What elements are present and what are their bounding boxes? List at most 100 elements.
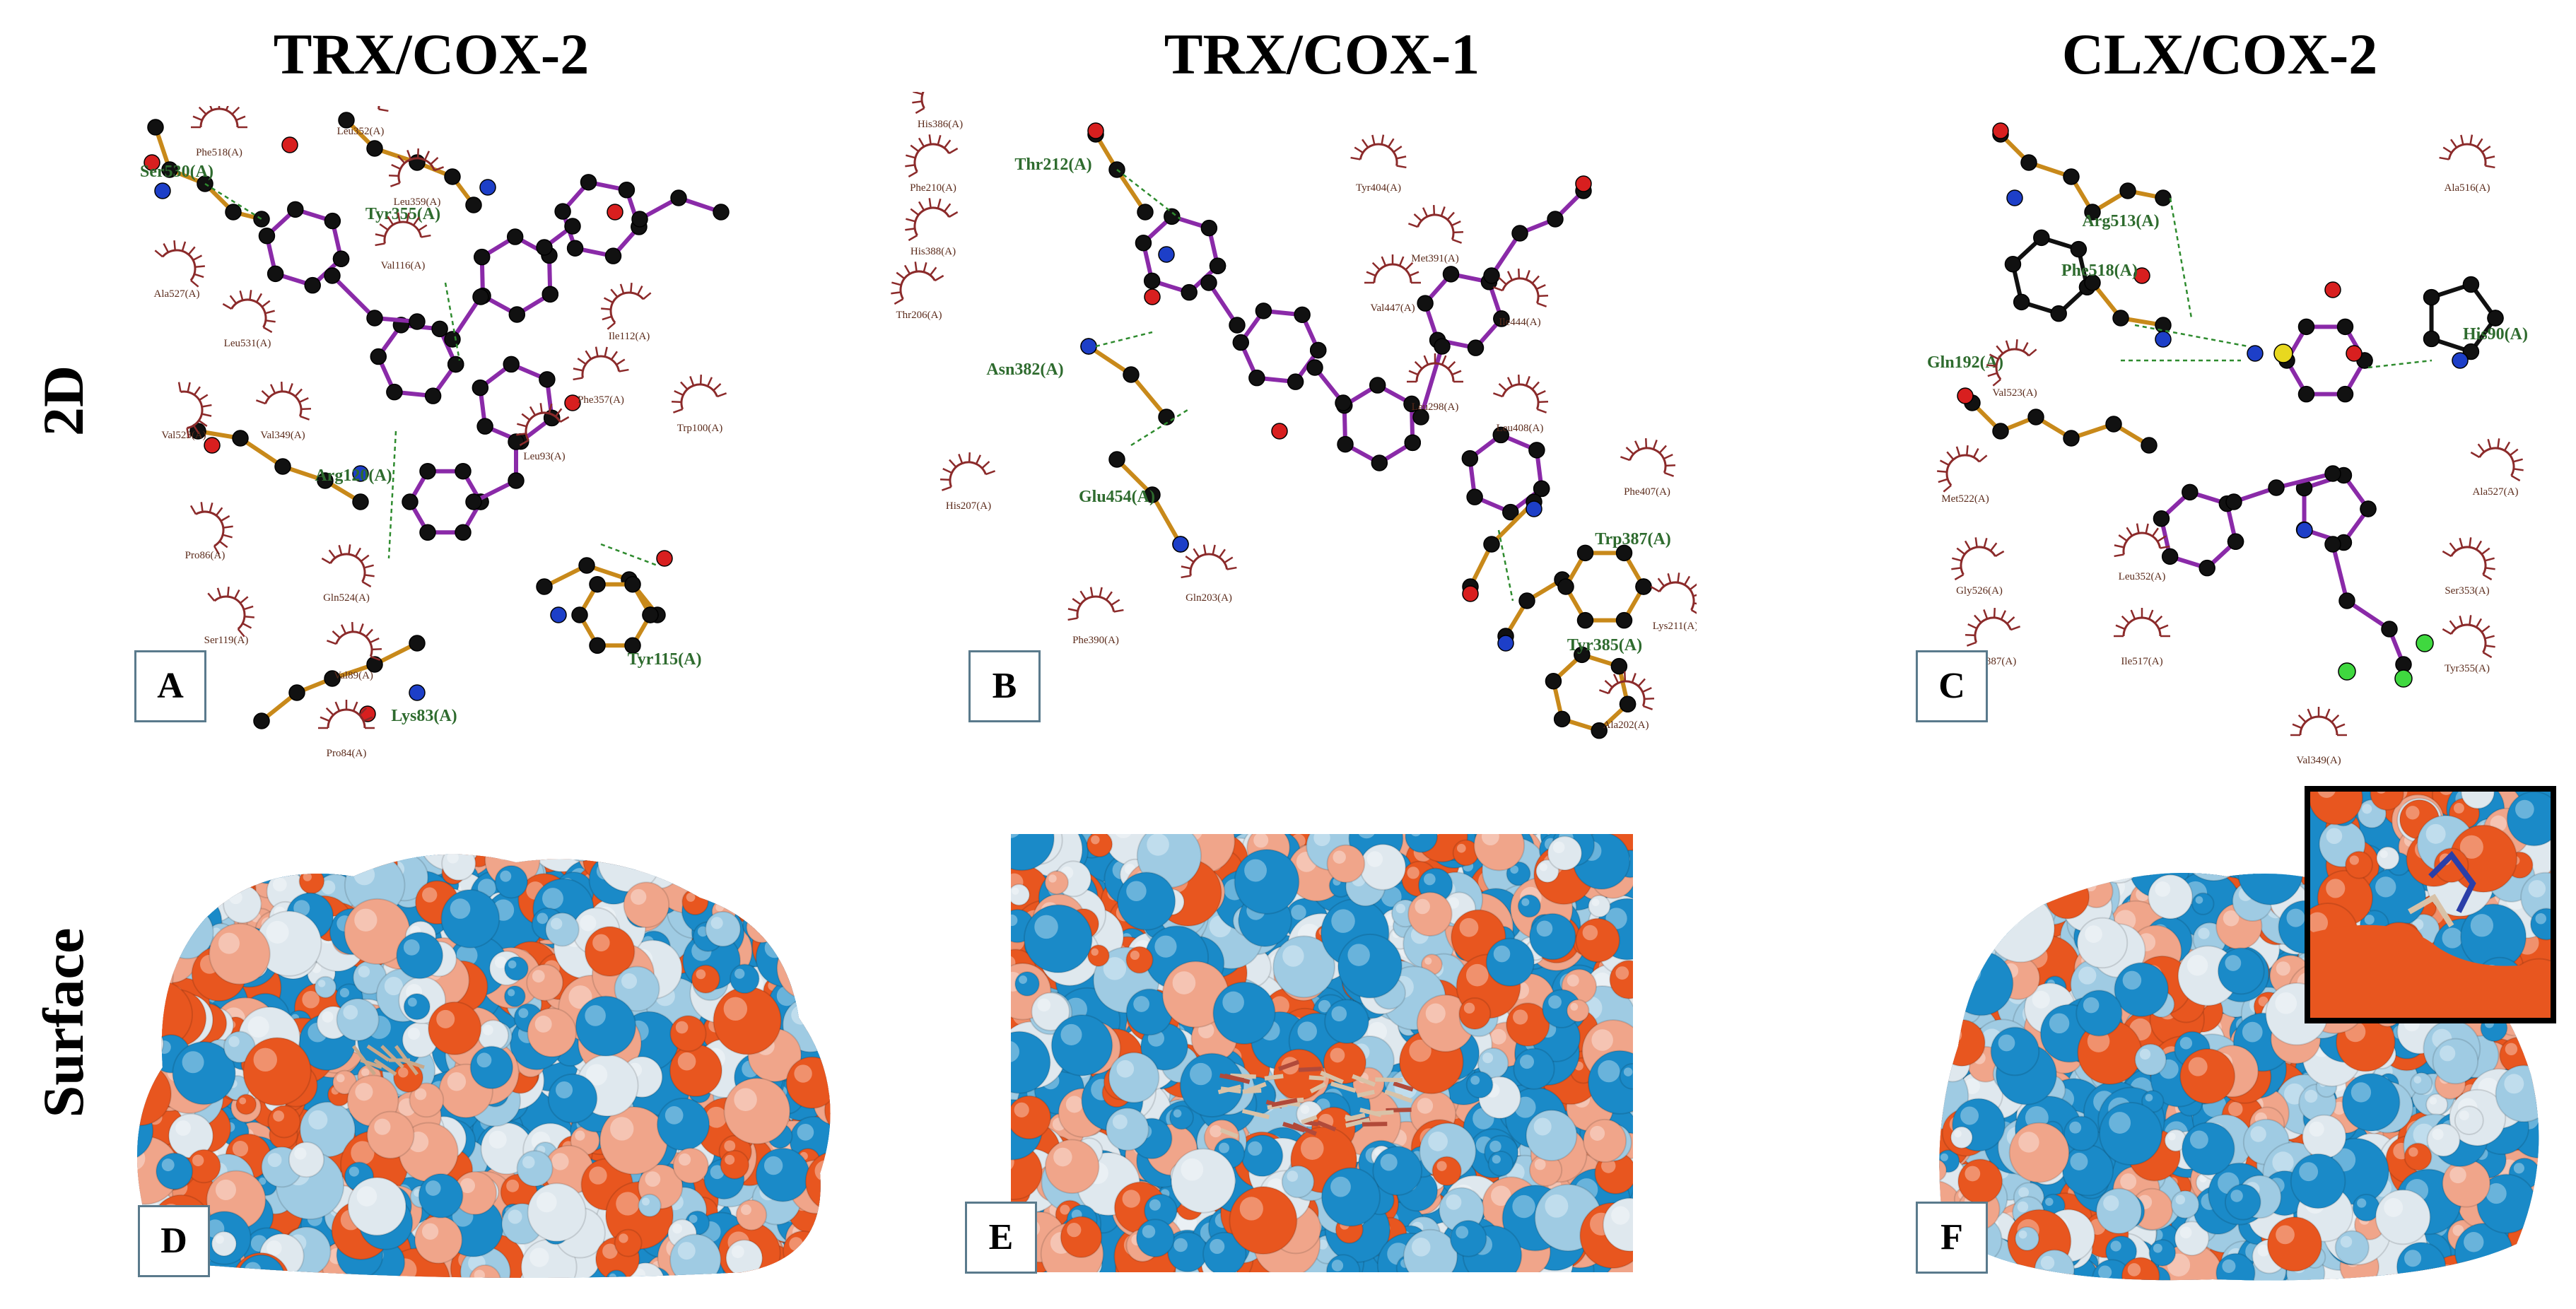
contact-tick: [354, 547, 362, 558]
surface-highlight: [708, 873, 725, 890]
contact-tick: [1994, 550, 2005, 558]
surface-highlight: [120, 1215, 132, 1235]
contact-tick: [1943, 484, 1952, 493]
contact-tick: [240, 596, 249, 604]
surface-highlight: [672, 1223, 683, 1234]
atom: [580, 174, 597, 191]
atom: [2105, 416, 2122, 433]
surface-highlight: [537, 912, 549, 924]
atom: [1511, 225, 1528, 242]
surface-atom: [137, 1009, 147, 1035]
surface-atom: [789, 882, 831, 946]
contact-tick: [985, 470, 996, 476]
surface-highlight: [120, 1257, 121, 1265]
contact-tick: [361, 580, 372, 588]
nitrogen-atom: [550, 606, 567, 623]
surface-atom: [622, 854, 657, 872]
contact-tick: [1965, 634, 1976, 637]
contact-tick: [1446, 211, 1455, 221]
surface-highlight: [358, 965, 370, 978]
contact-tick: [2010, 626, 2021, 631]
surface-highlight: [824, 1237, 831, 1260]
nitrogen-atom: [2006, 189, 2023, 206]
panel-c-2d-diagram: Arg513(A)Phe518(A)His90(A)Gln192(A)Ala51…: [1909, 106, 2573, 785]
surface-highlight: [782, 871, 803, 892]
atom: [2338, 592, 2355, 609]
atom: [332, 250, 350, 268]
atom: [1434, 338, 1451, 355]
contact-tick: [2469, 134, 2473, 145]
surface-atom: [1528, 912, 1576, 961]
contact-residue-arc: [191, 106, 247, 129]
atom: [409, 313, 426, 330]
contact-residue-arc: [1986, 339, 2037, 387]
surface-atom: [479, 854, 508, 859]
atom: [2324, 465, 2341, 482]
contact-tick: [255, 293, 263, 303]
contact-tick: [1954, 573, 1965, 581]
atom: [2084, 274, 2101, 291]
surface-highlight: [317, 980, 326, 987]
contact-residue-arc: [2470, 438, 2524, 482]
surface-highlight: [192, 1154, 204, 1166]
surface-atom: [1105, 1107, 1149, 1151]
surface-atom: [139, 854, 188, 860]
contact-tick: [365, 628, 373, 638]
surface-highlight: [169, 929, 187, 946]
surface-highlight: [585, 1005, 606, 1026]
surface-highlight: [789, 1237, 803, 1251]
contact-arc: [899, 270, 936, 300]
hbond-line: [1130, 409, 1188, 447]
contact-tick: [1362, 139, 1369, 148]
surface-atom: [403, 993, 431, 1021]
surface-atom: [795, 855, 831, 901]
surface-highlight: [645, 1171, 661, 1187]
surface-highlight: [610, 1117, 634, 1141]
surface-atom: [516, 1150, 554, 1187]
surface-highlight: [548, 834, 558, 838]
contact-tick: [242, 622, 252, 629]
surface-atom: [1011, 1095, 1052, 1140]
surface-atom: [137, 1055, 153, 1080]
hbond-residue-label: Arg513(A): [2082, 212, 2159, 230]
surface-atom: [812, 978, 831, 1035]
surface-highlight: [785, 959, 804, 978]
contact-tick: [1986, 364, 1997, 367]
surface-highlight: [164, 834, 177, 838]
surface-atom: [547, 1073, 598, 1124]
surface-atom: [198, 854, 254, 873]
contact-tick: [220, 515, 230, 522]
surface-atom: [137, 920, 148, 949]
surface-atom: [157, 876, 192, 911]
surface-highlight: [821, 987, 831, 1006]
surface-highlight: [734, 968, 745, 979]
contact-tick: [2481, 625, 2490, 633]
atom: [1553, 710, 1571, 728]
surface-atom: [779, 854, 831, 917]
surface-highlight: [1380, 1154, 1398, 1171]
surface-highlight: [754, 859, 766, 871]
surface-atom: [662, 854, 715, 876]
hbond-residue-label: Arg120(A): [315, 466, 392, 485]
surface-highlight: [1053, 1147, 1072, 1167]
oxygen-atom: [281, 136, 298, 153]
contact-residue-arc: [2442, 615, 2495, 659]
surface-highlight: [820, 898, 831, 915]
surface-highlight: [137, 1062, 151, 1077]
contact-tick: [2510, 474, 2521, 482]
surface-highlight: [212, 856, 230, 874]
contact-residue-arc: [516, 403, 570, 447]
surface-highlight: [137, 931, 153, 950]
contact-tick: [630, 283, 633, 293]
surface-highlight: [211, 1264, 228, 1278]
surface-atom: [687, 854, 756, 900]
contact-tick: [610, 288, 619, 298]
atom: [2063, 430, 2080, 447]
surface-highlight: [741, 1204, 751, 1216]
atom: [1576, 611, 1594, 629]
contact-tick: [2158, 624, 2169, 630]
contact-tick: [2481, 547, 2490, 556]
contact-residue-label: Val349(A): [2296, 755, 2341, 766]
surface-atom: [301, 834, 327, 852]
atom: [161, 161, 178, 178]
